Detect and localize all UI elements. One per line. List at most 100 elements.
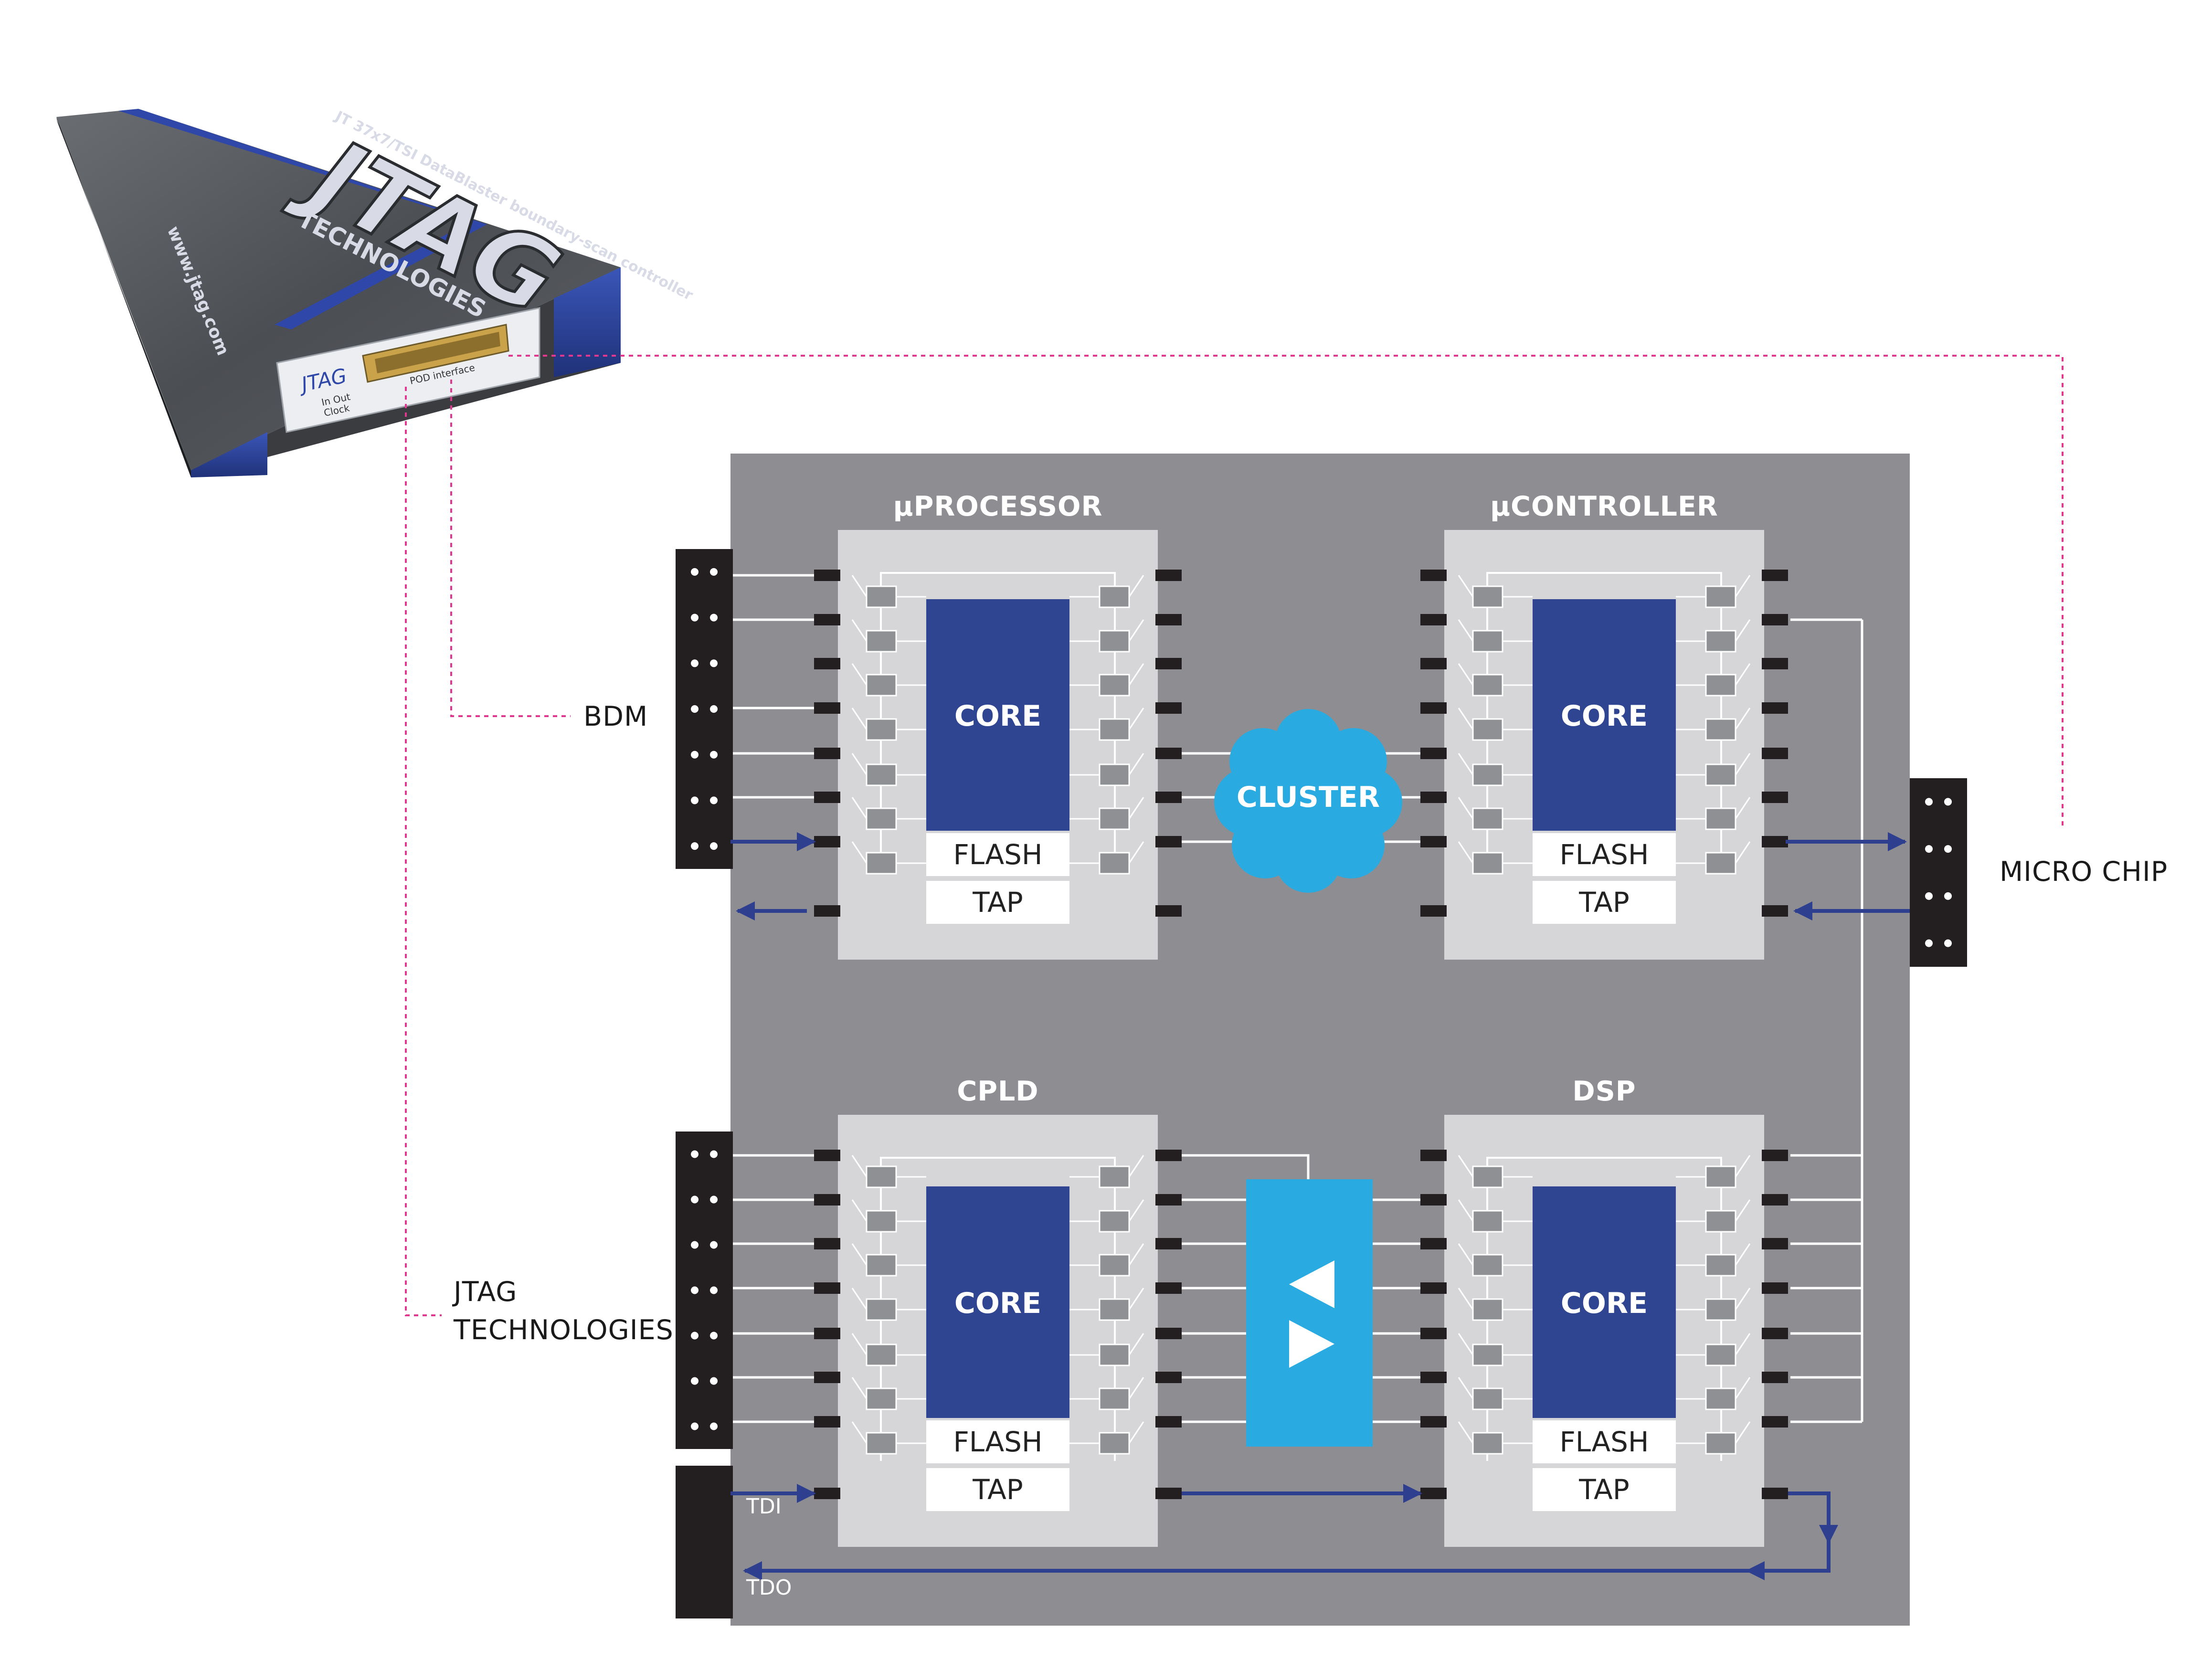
cell-link: [1128, 841, 1144, 864]
cell-link: [1458, 619, 1474, 642]
scan-cell: [1099, 1298, 1130, 1321]
cell-link: [1128, 708, 1144, 730]
connector-pin: [710, 659, 718, 667]
pin: [1420, 614, 1447, 625]
cell-link: [1458, 1421, 1474, 1444]
pin: [814, 792, 840, 803]
connector-pin: [1944, 798, 1952, 806]
link-to-bdm: [450, 380, 571, 717]
scan-cell: [1705, 852, 1736, 875]
dotted-links: [405, 355, 2064, 1316]
scan-cell: [1472, 807, 1503, 830]
cell-link: [1128, 797, 1144, 819]
connector-pin: [691, 1422, 699, 1430]
cell-link: [1458, 1243, 1474, 1266]
pin: [1420, 1416, 1447, 1428]
scan-cell: [866, 1254, 897, 1277]
scan-cell: [866, 1210, 897, 1233]
pin: [1420, 570, 1447, 581]
scan-cell: [1705, 1432, 1736, 1455]
flash-block: [926, 833, 1069, 876]
scan-cell: [1705, 1210, 1736, 1233]
scan-cell: [1705, 1387, 1736, 1410]
connector-pin: [691, 1377, 699, 1385]
pin: [1420, 1150, 1447, 1161]
tap-block: [1533, 1468, 1676, 1511]
connector-pin: [710, 842, 718, 850]
cell-link: [851, 1421, 868, 1444]
flash-block: [926, 1420, 1069, 1463]
pin: [1762, 1416, 1788, 1428]
pin: [1420, 702, 1447, 714]
tap-block: [926, 881, 1069, 924]
connector-pin: [1925, 892, 1933, 900]
pin: [1155, 1238, 1182, 1249]
connector-pin: [1925, 845, 1933, 853]
cell-link: [851, 841, 868, 864]
jtag-controller-device: JTAG TECHNOLOGIES JT 37x7/TSI DataBlaste…: [56, 107, 696, 477]
pin: [1762, 792, 1788, 803]
core-label: CORE: [1561, 1287, 1648, 1320]
pin: [1155, 1194, 1182, 1206]
scan-cell: [1472, 763, 1503, 786]
scan-cell: [1472, 1343, 1503, 1366]
scan-cell: [1705, 1165, 1736, 1188]
pin: [1762, 1328, 1788, 1339]
buffer-block: [1246, 1179, 1373, 1447]
flash-block: [1533, 1420, 1676, 1463]
scan-cell: [1099, 807, 1130, 830]
cell-link: [1735, 841, 1751, 864]
scan-cell: [1472, 718, 1503, 741]
pin: [1762, 1372, 1788, 1383]
buffer-arrow-left-icon: [1289, 1260, 1334, 1308]
cell-link: [851, 575, 868, 597]
scan-cell: [1472, 1432, 1503, 1455]
cell-link: [1735, 1243, 1751, 1266]
pin: [1762, 1194, 1788, 1206]
tdo-return-a: [1746, 1542, 1831, 1580]
scan-cell: [866, 1432, 897, 1455]
pin: [1420, 836, 1447, 847]
scan-cell: [1099, 852, 1130, 875]
scan-cell: [1472, 630, 1503, 653]
cell-link: [1458, 1155, 1474, 1177]
cell-link: [851, 619, 868, 642]
pin: [1155, 570, 1182, 581]
pin: [814, 702, 840, 714]
connector-pin: [691, 1332, 699, 1340]
pin: [814, 1194, 840, 1206]
cell-link: [1128, 1333, 1144, 1355]
cell-link: [1735, 663, 1751, 686]
buffer-arrow-right-icon: [1289, 1320, 1334, 1368]
tap-block: [926, 1468, 1069, 1511]
core-block: [1533, 599, 1676, 831]
cell-link: [1735, 753, 1751, 775]
connector-pin: [710, 613, 718, 622]
core-label: CORE: [954, 699, 1041, 733]
pin: [814, 1238, 840, 1249]
pin: [814, 905, 840, 917]
connector-pin: [1944, 845, 1952, 853]
connector-pin: [691, 613, 699, 622]
connector-pin: [710, 1332, 718, 1340]
label-micro-chip: MICRO CHIP: [2000, 856, 2168, 888]
cell-link: [1128, 619, 1144, 642]
scan-cell: [1472, 1254, 1503, 1277]
flash-block: [1533, 833, 1676, 876]
link-to-jtag-technologies: [405, 387, 442, 1316]
cell-link: [1128, 1199, 1144, 1222]
connector-pin: [1925, 798, 1933, 806]
pin: [814, 836, 840, 847]
micro-chip-connector: [1910, 778, 1967, 967]
pin: [1155, 748, 1182, 759]
link-to-micro-chip: [508, 355, 2064, 828]
tap-label: TAP: [972, 1473, 1023, 1506]
pin: [814, 570, 840, 581]
pin: [1762, 570, 1788, 581]
pin: [1762, 905, 1788, 917]
scan-cell: [1099, 630, 1130, 653]
scan-cell: [1472, 674, 1503, 697]
connector-pin: [710, 1241, 718, 1249]
pin: [1155, 1150, 1182, 1161]
